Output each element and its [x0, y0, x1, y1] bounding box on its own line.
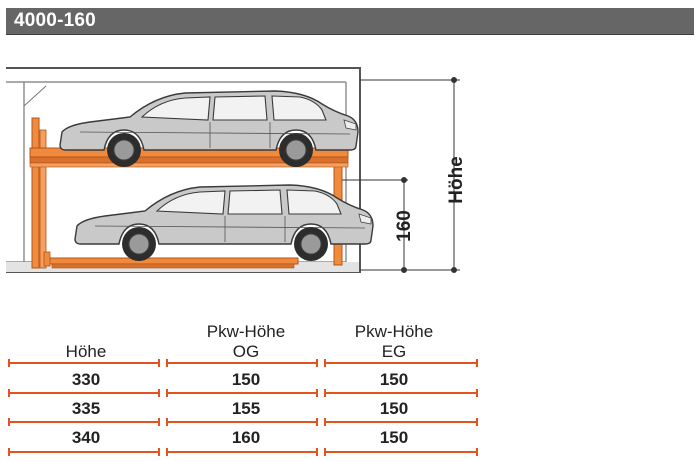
cell-hoehe: 340 — [71, 428, 101, 447]
table-rule — [166, 389, 318, 397]
cell-eg: 150 — [379, 399, 409, 418]
upper-platform — [29, 147, 349, 168]
table-rule — [166, 359, 318, 367]
table-rule — [8, 359, 160, 367]
col-header-eg: Pkw-Höhe EG — [334, 322, 454, 362]
table-rule — [324, 359, 478, 367]
total-height-label: Höhe — [446, 156, 467, 204]
cell-og: 150 — [231, 370, 261, 389]
table-rule — [324, 448, 478, 456]
table-rule — [166, 448, 318, 456]
title-bar: 4000-160 — [6, 8, 694, 35]
title-text: 4000-160 — [14, 10, 96, 31]
col-header-hoehe-line1 — [36, 322, 136, 342]
col-header-hoehe-line2: Höhe — [65, 342, 107, 361]
table-rule — [324, 389, 478, 397]
table-rule — [8, 389, 160, 397]
col-header-og-line2: OG — [232, 342, 260, 361]
cell-og: 160 — [231, 428, 261, 447]
table-rule — [166, 418, 318, 426]
dimension-lines — [342, 77, 460, 273]
col-header-og-line1: Pkw-Höhe — [206, 322, 286, 341]
col-header-eg-line1: Pkw-Höhe — [354, 322, 434, 341]
cell-eg: 150 — [379, 428, 409, 447]
cell-og: 155 — [231, 399, 261, 418]
table-rule — [8, 448, 160, 456]
table-rule — [8, 418, 160, 426]
col-header-eg-line2: EG — [381, 342, 407, 361]
lower-car — [74, 184, 374, 262]
cell-hoehe: 330 — [71, 370, 101, 389]
lower-level-label: 160 — [394, 210, 415, 242]
table-rule — [324, 418, 478, 426]
col-header-hoehe: Höhe — [36, 322, 136, 362]
cell-hoehe: 335 — [71, 399, 101, 418]
lower-platform — [43, 251, 299, 269]
col-header-og: Pkw-Höhe OG — [186, 322, 306, 362]
cell-eg: 150 — [379, 370, 409, 389]
